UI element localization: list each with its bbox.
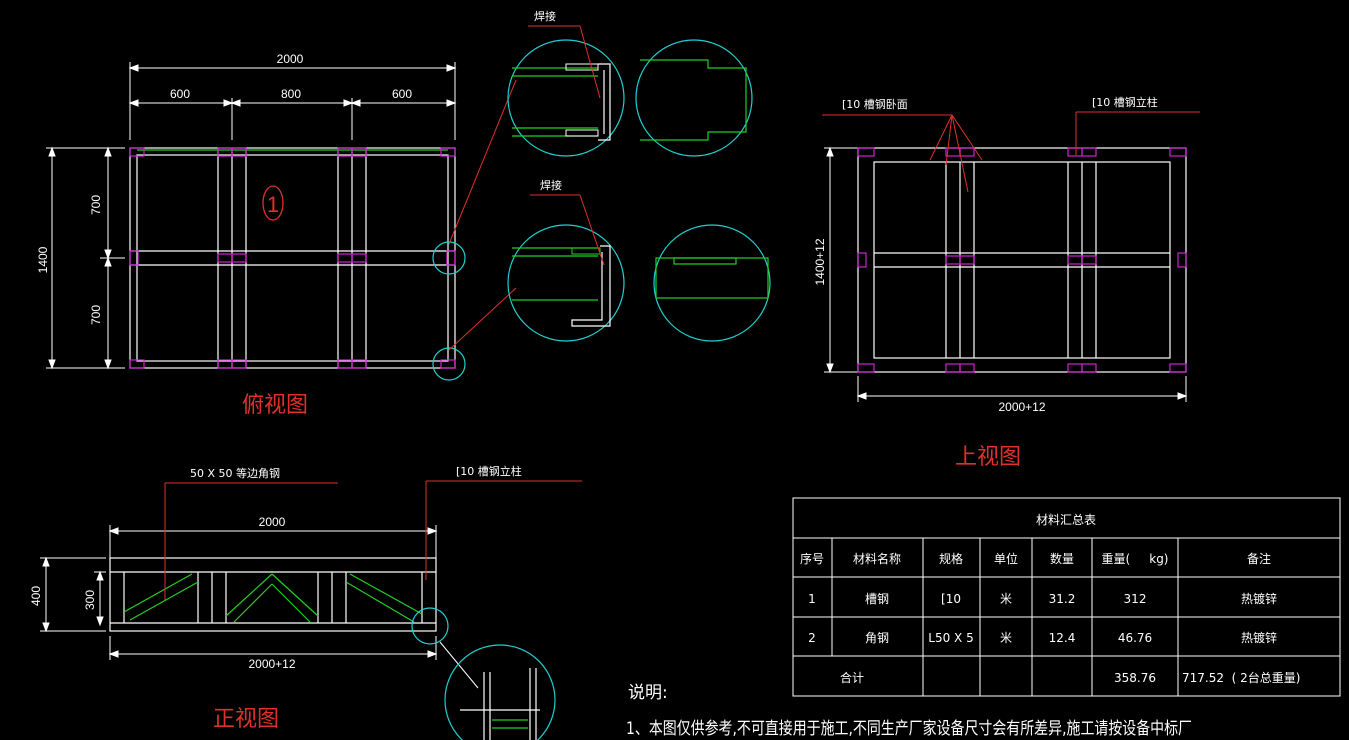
detail-callout-middle: [432, 241, 466, 275]
table-total-weight: 358.76: [1114, 671, 1156, 685]
table-total-note: 717.52 ( 2台总重量): [1182, 670, 1300, 685]
table-cell: [10: [941, 592, 961, 606]
front-view-bracing: [123, 573, 423, 623]
front-view: 2000 400 300 2000+12 50 X 50 等边角钢: [29, 464, 582, 740]
plan-label-channel-flat: [10 槽钢卧面: [842, 98, 908, 111]
detail-circle-4: [653, 224, 771, 342]
front-dim-height: 400: [29, 586, 43, 606]
detail-circle-3: [507, 224, 625, 342]
front-dim-inner: 300: [83, 590, 97, 610]
top-view-dimensions: [46, 62, 457, 370]
table-cell: 米: [1000, 592, 1012, 606]
plan-view-title: 上视图: [955, 445, 1021, 470]
front-label-angle-steel: 50 X 50 等边角钢: [190, 466, 280, 480]
detail-leader-2: [448, 287, 517, 351]
table-cell: 热镀锌: [1241, 631, 1277, 645]
plan-view-frame: [857, 147, 1187, 373]
table-header-cell: 材料名称: [853, 551, 901, 566]
material-table-grid: [792, 497, 1341, 697]
top-view-title: 俯视图: [242, 393, 308, 418]
dim-upper-height: 700: [89, 195, 103, 215]
table-total-row: 合计 358.76 717.52 ( 2台总重量): [840, 670, 1300, 685]
table-cell: 46.76: [1118, 631, 1152, 645]
table-row: 2 角钢 L50 X 5 米 12.4 46.76 热镀锌: [808, 631, 1277, 645]
weld-label-1: 焊接: [534, 9, 556, 23]
view-marker-number: 1: [267, 192, 279, 217]
dim-right-bay: 600: [392, 87, 412, 101]
front-label-channel-post: [10 槽钢立柱: [456, 464, 522, 478]
notes: 说明: 1、本图仅供参考,不可直接用于施工,不同生产厂家设备尺寸会有所差异,施工…: [626, 683, 1192, 739]
weld-details: 焊接 焊接: [448, 9, 771, 351]
plan-view-plates: [857, 147, 1187, 373]
front-view-title: 正视图: [213, 707, 279, 732]
dim-left-bay: 600: [170, 87, 190, 101]
table-cell: 米: [1000, 631, 1012, 645]
table-header-cell: 序号: [800, 551, 824, 566]
table-row: 1 槽钢 [10 米 31.2 312 热镀锌: [808, 592, 1277, 606]
table-cell: 12.4: [1049, 631, 1076, 645]
front-view-frame: [109, 557, 437, 632]
plan-view-leaders: [822, 111, 1200, 193]
front-view-leaders: [164, 480, 582, 600]
table-total-label: 合计: [840, 670, 864, 685]
table-cell: L50 X 5: [928, 631, 973, 645]
table-header-cell: 重量( kg): [1101, 552, 1168, 566]
material-table: 材料汇总表 序号 材料名称 规格 单位 数量 重量( kg) 备注 1 槽钢 […: [792, 497, 1341, 697]
table-cell: 角钢: [865, 631, 889, 645]
dim-mid-bay: 800: [281, 87, 301, 101]
plan-view-dimensions: [824, 146, 1188, 402]
top-view-frame: [129, 147, 456, 369]
notes-line-1: 1、本图仅供参考,不可直接用于施工,不同生产厂家设备尺寸会有所差异,施工请按设备…: [626, 719, 1192, 739]
table-header-cell: 单位: [994, 551, 1018, 566]
front-dim-bottom: 2000+12: [248, 657, 295, 671]
dim-total-height: 1400: [36, 246, 50, 273]
dim-total-width: 2000: [277, 52, 304, 66]
table-header-cell: 备注: [1247, 551, 1271, 566]
table-header-cell: 规格: [939, 551, 963, 566]
plan-dim-height: 1400+12: [813, 238, 827, 285]
plan-label-channel-post: [10 槽钢立柱: [1092, 95, 1158, 109]
table-cell: 31.2: [1049, 592, 1076, 606]
table-cell: 1: [808, 592, 816, 606]
front-detail-callout: [411, 607, 449, 645]
front-dim-total: 2000: [259, 515, 286, 529]
material-table-title: 材料汇总表: [1036, 513, 1096, 527]
table-cell: 热镀锌: [1241, 592, 1277, 606]
top-view-plates: [129, 147, 456, 369]
detail-circle-2: [635, 39, 753, 157]
detail-circle-1: [507, 39, 625, 157]
table-cell: 312: [1124, 592, 1147, 606]
table-cell: 2: [808, 631, 816, 645]
table-cell: 槽钢: [865, 592, 889, 606]
dim-lower-height: 700: [89, 305, 103, 325]
plan-view: 1400+12 2000+12: [813, 95, 1200, 470]
table-header-cell: 数量: [1050, 551, 1074, 566]
weld-label-2: 焊接: [540, 178, 562, 192]
detail-callout-corner: [432, 347, 466, 381]
front-detail-circle: [444, 644, 556, 740]
view-marker-circle: [262, 185, 284, 221]
material-table-header: 序号 材料名称 规格 单位 数量 重量( kg) 备注: [800, 551, 1271, 566]
front-view-dimensions: [40, 525, 438, 660]
notes-heading: 说明:: [628, 683, 668, 703]
detail-leader-1: [448, 79, 517, 245]
top-view: 2000 600 800 600 1400 700 700: [36, 52, 466, 418]
plan-dim-width: 2000+12: [998, 400, 1045, 414]
